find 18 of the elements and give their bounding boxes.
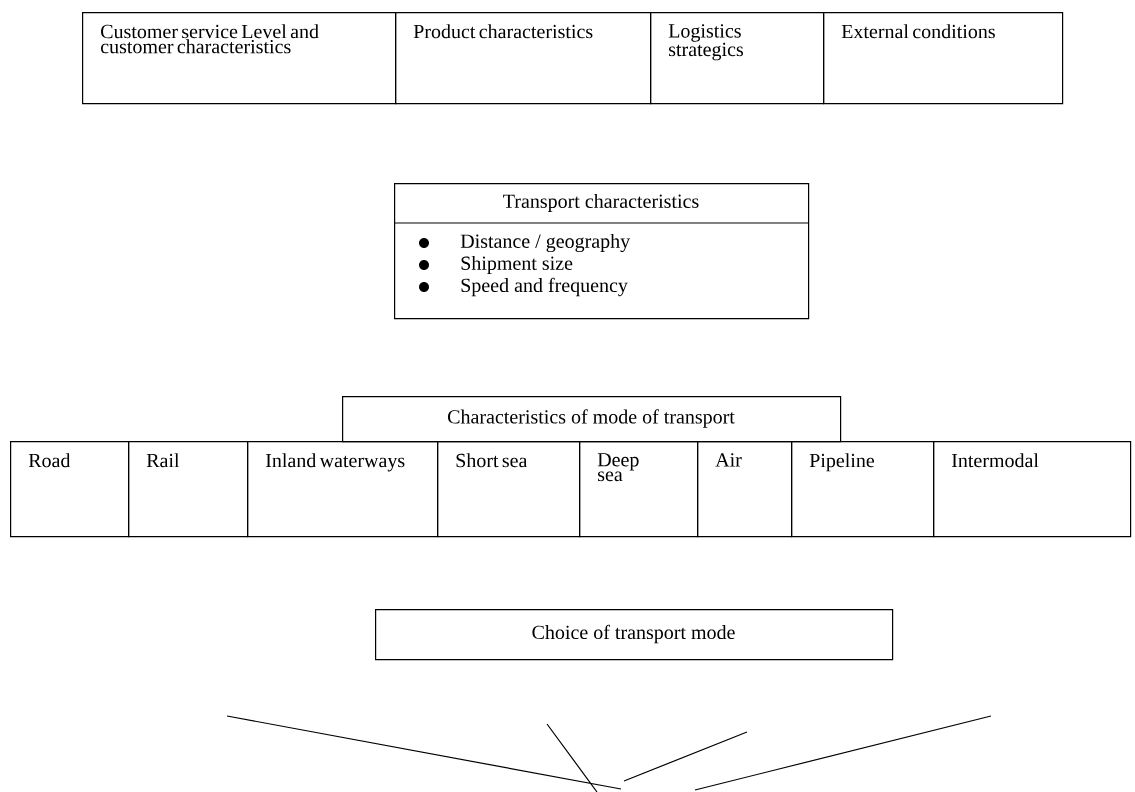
bullet-item: Shipment size [419, 255, 573, 275]
table-cell: Inland waterways [247, 441, 439, 538]
table-cell: Intermodal [933, 441, 1132, 538]
table-cell: Customer service Level and customer characteristics [82, 12, 397, 105]
heading-box: Characteristics of mode of transport [342, 396, 842, 443]
bullet-item: Speed and frequency [419, 277, 628, 297]
table-cell: Product characteristics [395, 12, 652, 105]
table-cell: External conditions [823, 12, 1064, 105]
table-cell: Pipeline [791, 441, 935, 538]
table-cell: Rail [128, 441, 249, 538]
table-cell: Road [10, 441, 130, 538]
table-cell: Short sea [437, 441, 581, 538]
bullet-item: Distance / geography [419, 233, 631, 253]
table-cell: Deep sea [579, 441, 699, 538]
table-cell: Air [697, 441, 793, 538]
heading-box: Choice of transport mode [375, 609, 894, 661]
table-cell: Logistics strategics [650, 12, 825, 105]
box-heading: Transport characteristics [503, 193, 699, 213]
